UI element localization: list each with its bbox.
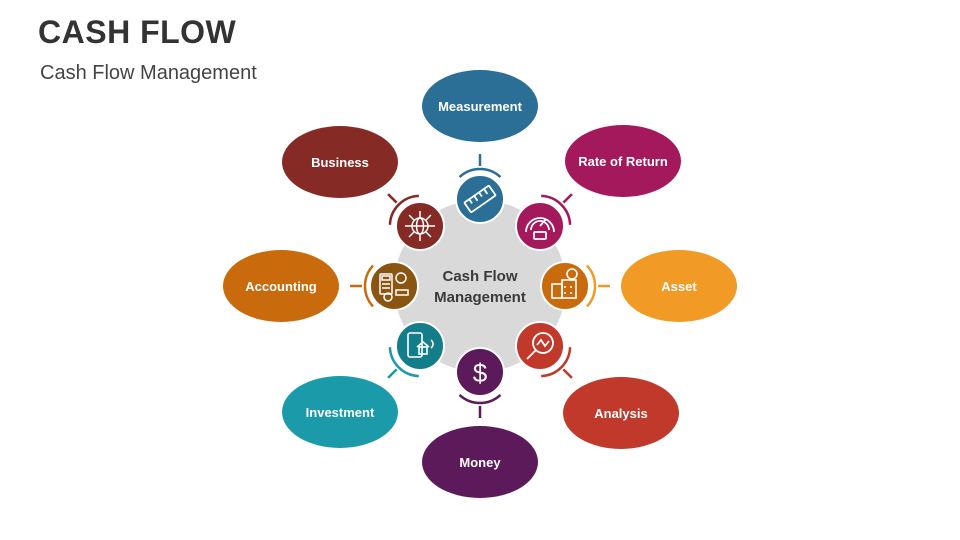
node-money-label: Money xyxy=(459,455,501,470)
node-investment-label: Investment xyxy=(306,405,375,420)
node-accounting-badge xyxy=(369,261,419,311)
arc-accent-investment xyxy=(388,347,419,378)
arc-accent-money xyxy=(458,394,502,405)
node-analysis-ellipse xyxy=(563,377,679,449)
node-analysis-label: Analysis xyxy=(594,406,647,421)
node-rate-of-return: Rate of Return xyxy=(515,125,681,251)
node-analysis: Analysis xyxy=(515,321,679,449)
center-label-line1: Cash Flow xyxy=(442,268,517,285)
node-measurement-label: Measurement xyxy=(438,99,522,114)
arc-accent-analysis xyxy=(541,347,572,378)
arc-accent-accounting xyxy=(363,264,374,308)
node-rate-of-return-label: Rate of Return xyxy=(578,154,668,169)
arc-accent-asset xyxy=(586,264,597,308)
arc-accent-business xyxy=(388,194,419,225)
node-measurement-badge xyxy=(455,174,505,224)
node-money-badge xyxy=(455,347,505,397)
node-measurement: Measurement xyxy=(422,70,538,224)
node-business-ellipse xyxy=(282,126,398,198)
node-accounting-label: Accounting xyxy=(245,279,317,294)
node-investment-badge xyxy=(395,321,445,371)
node-investment-ellipse xyxy=(282,376,398,448)
node-asset-label: Asset xyxy=(661,279,697,294)
spoke-rate-of-return xyxy=(562,193,573,204)
center-label-line2: Management xyxy=(434,289,526,306)
globe-network-icon xyxy=(405,211,435,241)
magnifier-chart-icon xyxy=(526,332,554,360)
calculator-coins-icon xyxy=(379,272,409,302)
node-business: Business xyxy=(282,126,445,251)
node-business-label: Business xyxy=(311,155,369,170)
node-rate-of-return-ellipse xyxy=(565,125,681,197)
spoke-analysis xyxy=(562,368,573,379)
buildings-dollar-icon xyxy=(551,268,578,299)
spoke-business xyxy=(387,193,398,204)
arc-accent-measurement xyxy=(458,167,502,178)
node-analysis-badge xyxy=(515,321,565,371)
node-accounting-ellipse xyxy=(223,250,339,322)
node-measurement-ellipse xyxy=(422,70,538,142)
page-title: CASH FLOW xyxy=(38,14,237,50)
dollar-icon: $ xyxy=(473,358,488,388)
spokes xyxy=(350,154,610,418)
mobile-house-icon xyxy=(407,332,434,358)
node-investment: Investment xyxy=(282,321,445,448)
node-asset: Asset xyxy=(540,250,737,322)
node-money: Money $ xyxy=(422,347,538,498)
node-asset-ellipse xyxy=(621,250,737,322)
speedometer-icon xyxy=(525,217,555,240)
page-subtitle: Cash Flow Management xyxy=(40,62,257,84)
spoke-investment xyxy=(387,368,398,379)
node-accounting: Accounting xyxy=(223,250,419,322)
ruler-icon xyxy=(463,184,497,214)
node-money-ellipse xyxy=(422,426,538,498)
arc-accent-rate-of-return xyxy=(541,194,572,225)
